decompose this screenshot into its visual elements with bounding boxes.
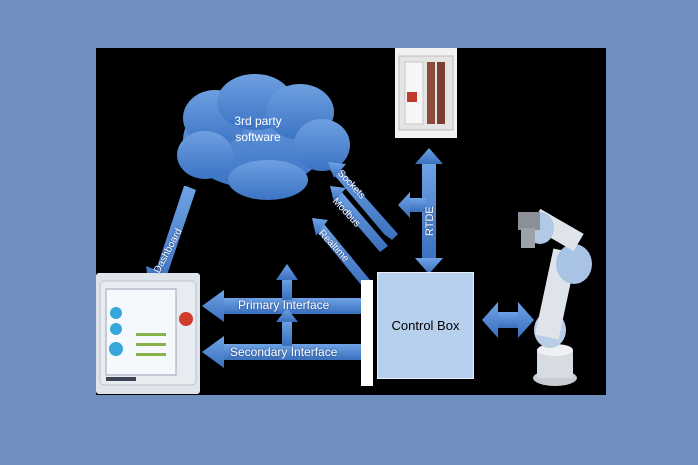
dashboard-arrow [146,186,196,292]
primary-interface-arrow [202,264,362,322]
cloud-label-line2: software [235,130,281,144]
cloud-label: 3rd party software [213,113,303,145]
realtime-arrow [312,218,370,286]
rtde-arrow [398,148,443,274]
robot-link-arrow [482,302,534,338]
control-box-label: Control Box [391,318,460,333]
plc-controller-image [395,48,457,138]
rtde-label: RTDE [424,206,436,236]
cloud-label-line1: 3rd party [234,114,282,128]
secondary-interface-label: Secondary Interface [230,345,338,359]
teach-pendant-image [96,273,200,394]
robot-arm-image [518,208,592,386]
control-box-bracket [361,280,373,386]
sockets-arrow [328,162,398,240]
primary-interface-label: Primary Interface [238,298,330,312]
control-box: Control Box [377,272,474,379]
secondary-interface-arrow [202,308,362,368]
cloud-shape [177,74,350,200]
modbus-arrow [330,186,388,252]
